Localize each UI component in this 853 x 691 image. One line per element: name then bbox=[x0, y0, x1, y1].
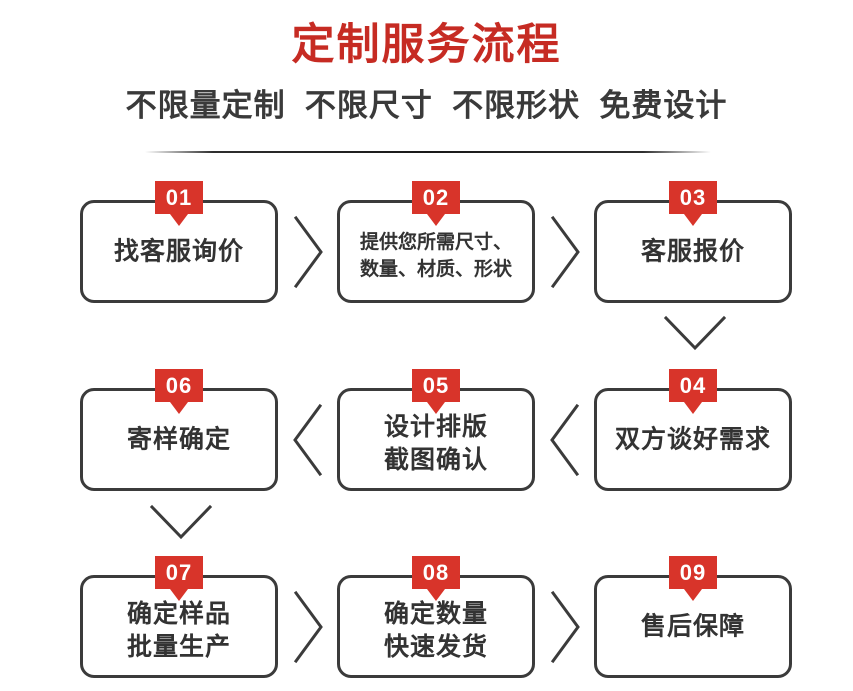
connector-03-to-04 bbox=[660, 311, 730, 355]
step-badge-09: 09 bbox=[669, 556, 717, 601]
step-box-08[interactable]: 08 确定数量 快速发货 bbox=[337, 556, 535, 678]
step-badge-01: 01 bbox=[155, 181, 203, 226]
step-badge-05: 05 bbox=[412, 369, 460, 414]
page-title: 定制服务流程 bbox=[291, 21, 562, 69]
step-box-02[interactable]: 02 提供您所需尺寸、 数量、材质、形状 bbox=[337, 181, 535, 303]
step-label-06: 寄样确定 bbox=[126, 425, 231, 453]
step-label-02: 提供您所需尺寸、 数量、材质、形状 bbox=[359, 231, 512, 280]
step-badge-07: 07 bbox=[155, 556, 203, 601]
step-label-09: 售后保障 bbox=[640, 612, 745, 640]
step-badge-04: 04 bbox=[669, 369, 717, 414]
step-label-07: 确定样品 批量生产 bbox=[126, 599, 231, 661]
step-label-04: 双方谈好需求 bbox=[614, 425, 771, 453]
connector-02-to-03 bbox=[545, 212, 585, 292]
step-badge-06: 06 bbox=[155, 369, 203, 414]
connector-04-to-05 bbox=[545, 400, 585, 480]
header-divider bbox=[145, 151, 711, 153]
step-box-06[interactable]: 06 寄样确定 bbox=[80, 369, 278, 491]
step-box-04[interactable]: 04 双方谈好需求 bbox=[594, 369, 792, 491]
step-label-01: 找客服询价 bbox=[113, 237, 244, 265]
step-box-07[interactable]: 07 确定样品 批量生产 bbox=[80, 556, 278, 678]
step-label-08: 确定数量 快速发货 bbox=[383, 599, 488, 661]
step-box-01[interactable]: 01 找客服询价 bbox=[80, 181, 278, 303]
connector-01-to-02 bbox=[288, 212, 328, 292]
connector-07-to-08 bbox=[288, 587, 328, 667]
connector-08-to-09 bbox=[545, 587, 585, 667]
connector-05-to-06 bbox=[288, 400, 328, 480]
connector-06-to-07 bbox=[146, 500, 216, 544]
step-label-05: 设计排版 截图确认 bbox=[383, 412, 488, 474]
page-subtitle: 不限量定制 不限尺寸 不限形状 免费设计 bbox=[125, 88, 728, 123]
step-box-05[interactable]: 05 设计排版 截图确认 bbox=[337, 369, 535, 491]
step-badge-08: 08 bbox=[412, 556, 460, 601]
step-box-03[interactable]: 03 客服报价 bbox=[594, 181, 792, 303]
step-badge-02: 02 bbox=[412, 181, 460, 226]
step-box-09[interactable]: 09 售后保障 bbox=[594, 556, 792, 678]
step-label-03: 客服报价 bbox=[640, 237, 745, 265]
step-badge-03: 03 bbox=[669, 181, 717, 226]
